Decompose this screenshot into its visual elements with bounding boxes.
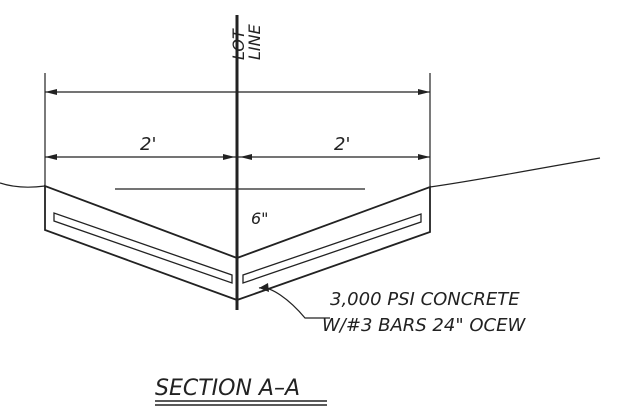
dimension-label-right: 2' (334, 134, 350, 155)
half-dim-arrow-left-end (223, 154, 235, 160)
section-title: SECTION A–A (155, 376, 300, 401)
half-dim-arrow-right-end (418, 154, 430, 160)
material-note-line-2: W/#3 BARS 24" OCEW (322, 315, 526, 336)
rebar-left (53, 212, 233, 284)
ground-line-left (0, 182, 46, 188)
material-note-line-1: 3,000 PSI CONCRETE (330, 289, 520, 310)
overall-dim-arrow-left (45, 89, 57, 95)
overall-dim-arrow-right (418, 89, 430, 95)
ground-line-right (429, 157, 601, 188)
note-leader-line (258, 287, 330, 319)
rebar-right (242, 213, 422, 284)
lot-line-label-top: LOT (229, 28, 248, 60)
note-leader-arrow (259, 283, 269, 292)
half-dim-arrow-left-start (45, 154, 57, 160)
depth-label: 6" (251, 209, 269, 228)
half-dim-arrow-right-start (240, 154, 252, 160)
lot-line-label-bottom: LINE (245, 23, 264, 60)
dimension-label-left: 2' (140, 134, 156, 155)
